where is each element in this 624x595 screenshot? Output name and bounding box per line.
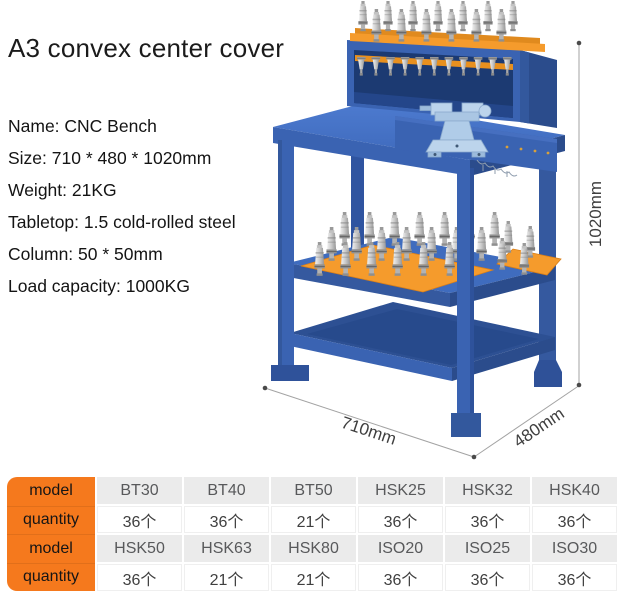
spec-size: Size: 710 * 480 * 1020mm <box>8 148 212 168</box>
table-cell: 36个 <box>184 506 269 533</box>
hook-chain <box>476 159 518 177</box>
table-cell: 36个 <box>97 506 182 533</box>
table-cell: 36个 <box>358 506 443 533</box>
dimension-lines <box>264 43 581 458</box>
bench-bottom-shelf <box>290 302 555 381</box>
table-cell: ISO20 <box>358 535 443 562</box>
dimension-dots <box>262 40 582 460</box>
table-cell: 21个 <box>271 506 356 533</box>
table-cell: 36个 <box>445 506 530 533</box>
table-cell: BT30 <box>97 477 182 504</box>
row-header-quantity: quantity <box>7 562 95 592</box>
bench-front-legs <box>271 140 481 437</box>
spec-list: Name: CNC Bench Size: 710 * 480 * 1020mm… <box>8 110 236 302</box>
table-cell: 36个 <box>445 564 530 591</box>
dimension-depth-label: 480mm <box>510 404 568 451</box>
bench-vise <box>419 102 492 158</box>
spec-column: Column: 50 * 50mm <box>8 244 163 264</box>
table-cell: HSK63 <box>184 535 269 562</box>
table-cell: 36个 <box>97 564 182 591</box>
row-header-model: model <box>7 534 95 563</box>
dimension-height-label: 1020mm <box>586 181 605 247</box>
table-cell: 36个 <box>532 564 617 591</box>
table-cell: BT50 <box>271 477 356 504</box>
row-header-quantity: quantity <box>7 505 95 535</box>
table-cell: HSK80 <box>271 535 356 562</box>
spec-load: Load capacity: 1000KG <box>8 276 190 296</box>
table-cell: 36个 <box>358 564 443 591</box>
row-header-model: model <box>29 482 73 500</box>
table-cell: HSK40 <box>532 477 617 504</box>
table-cell: BT40 <box>184 477 269 504</box>
table-cell: HSK50 <box>97 535 182 562</box>
product-image: 1020mm 710mm 480mm <box>262 1 605 460</box>
page-title: A3 convex center cover <box>8 33 285 63</box>
tool-holders-shelf <box>314 212 536 276</box>
spec-name: Name: CNC Bench <box>8 116 157 136</box>
table-cell: 36个 <box>532 506 617 533</box>
spec-weight: Weight: 21KG <box>8 180 117 200</box>
dimension-width-label: 710mm <box>339 413 399 449</box>
spec-tabletop: Tabletop: 1.5 cold-rolled steel <box>8 212 236 232</box>
table-data-grid: BT30 BT40 BT50 HSK25 HSK32 HSK40 36个 36个… <box>95 477 617 591</box>
table-header-column: model quantity model quantity <box>7 477 95 591</box>
table-cell: ISO25 <box>445 535 530 562</box>
table-cell: 21个 <box>271 564 356 591</box>
table-cell: ISO30 <box>532 535 617 562</box>
table-cell: HSK25 <box>358 477 443 504</box>
table-cell: 21个 <box>184 564 269 591</box>
table-cell: HSK32 <box>445 477 530 504</box>
model-quantity-table: model quantity model quantity BT30 BT40 … <box>7 477 617 591</box>
